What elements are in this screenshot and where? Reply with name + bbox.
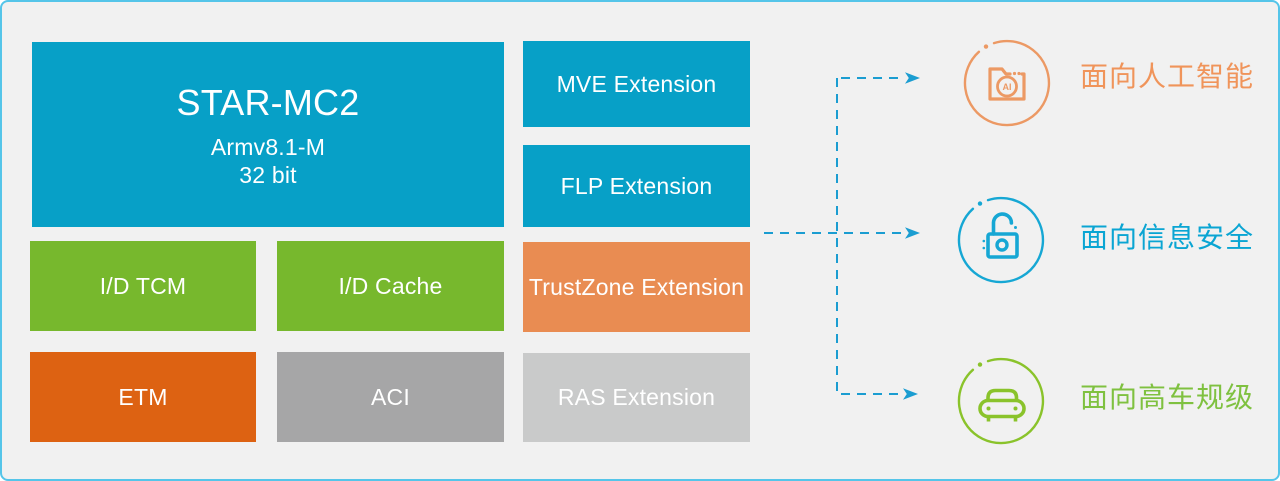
car-icon: [957, 357, 1045, 445]
arrowhead-middle: [905, 227, 920, 239]
block-aci: ACI: [277, 352, 504, 442]
target-label-security: 面向信息安全: [1080, 222, 1255, 253]
ai-badge-text: AI: [1003, 82, 1012, 92]
block-ras-extension: RAS Extension: [523, 353, 750, 442]
block-star-mc2: STAR-MC2 Armv8.1-M 32 bit: [32, 42, 504, 227]
target-label-ai: 面向人工智能: [1080, 61, 1255, 92]
block-id-cache: I/D Cache: [277, 241, 504, 331]
star-mc2-title: STAR-MC2: [176, 81, 360, 123]
block-trustzone-extension: TrustZone Extension: [523, 242, 750, 332]
block-flp-extension: FLP Extension: [523, 145, 750, 227]
block-mve-extension: MVE Extension: [523, 41, 750, 127]
arrowhead-top: [905, 72, 920, 84]
target-label-automotive: 面向高车规级: [1080, 382, 1255, 413]
ai-folder-icon: AI: [963, 39, 1051, 127]
unlock-icon: [957, 196, 1045, 284]
block-id-tcm: I/D TCM: [30, 241, 256, 331]
star-mc2-arch: Armv8.1-M: [210, 133, 326, 160]
block-etm: ETM: [30, 352, 256, 442]
arrowhead-bottom: [903, 388, 918, 400]
star-mc2-bitwidth: 32 bit: [239, 161, 297, 188]
